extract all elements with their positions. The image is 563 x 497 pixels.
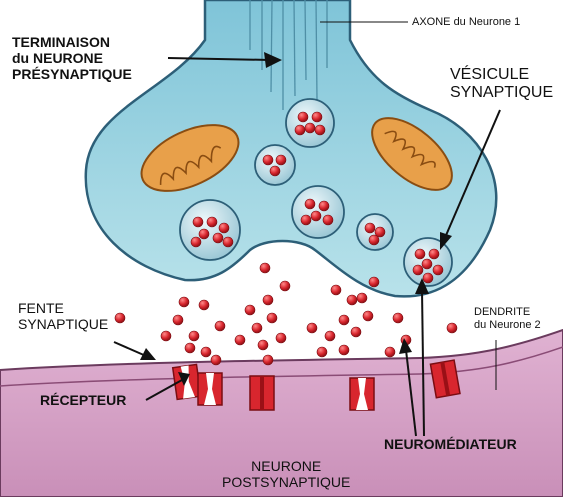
neurotransmitter-dot xyxy=(422,259,432,269)
neurotransmitter-dot xyxy=(276,333,286,343)
vesicle xyxy=(180,200,240,260)
neurotransmitter-dot xyxy=(369,235,379,245)
neurotransmitter-dot xyxy=(319,201,329,211)
neurotransmitter-dot xyxy=(365,223,375,233)
neurotransmitter-dot xyxy=(385,347,395,357)
neurotransmitter-dot xyxy=(280,281,290,291)
label-vesicule: VÉSICULE SYNAPTIQUE xyxy=(450,66,553,103)
neurotransmitter-dot xyxy=(191,237,201,247)
neurotransmitter-dot xyxy=(263,155,273,165)
neurotransmitter-dot xyxy=(193,217,203,227)
neurotransmitter-dot xyxy=(173,315,183,325)
label-recepteur: RÉCEPTEUR xyxy=(40,392,126,408)
label-terminaison: TERMINAISON du NEURONE PRÉSYNAPTIQUE xyxy=(12,34,132,82)
label-postsynaptique-line1: NEURONE xyxy=(222,458,350,474)
neurotransmitter-dot xyxy=(323,215,333,225)
label-fente-line2: SYNAPTIQUE xyxy=(18,316,108,332)
neurotransmitter-dot xyxy=(223,237,233,247)
neurotransmitter-dot xyxy=(215,321,225,331)
neurotransmitter-dot xyxy=(179,297,189,307)
neurotransmitter-dot xyxy=(339,345,349,355)
neurotransmitter-dot xyxy=(369,277,379,287)
neurotransmitter-dot xyxy=(357,293,367,303)
neurotransmitter-dot xyxy=(307,323,317,333)
neurotransmitter-dot xyxy=(347,295,357,305)
neurotransmitter-dot xyxy=(429,249,439,259)
neurotransmitter-dot xyxy=(270,166,280,176)
neurotransmitter-dot xyxy=(276,155,286,165)
receptor xyxy=(430,360,460,398)
neurotransmitter-dot xyxy=(312,112,322,122)
neurotransmitter-dot xyxy=(351,327,361,337)
label-postsynaptique: NEURONE POSTSYNAPTIQUE xyxy=(222,458,350,490)
neurotransmitter-dot xyxy=(311,211,321,221)
label-dendrite-line1: DENDRITE xyxy=(474,306,541,319)
neurotransmitter-dot xyxy=(207,217,217,227)
neurotransmitter-dot xyxy=(267,313,277,323)
label-vesicule-line1: VÉSICULE xyxy=(450,66,553,84)
neurotransmitter-dot xyxy=(263,295,273,305)
label-dendrite: DENDRITE du Neurone 2 xyxy=(474,306,541,331)
neurotransmitter-dot xyxy=(331,285,341,295)
neurotransmitter-dot xyxy=(115,313,125,323)
neurotransmitter-dot xyxy=(213,233,223,243)
receptor xyxy=(350,378,374,410)
neurotransmitter-dot xyxy=(161,331,171,341)
vesicle xyxy=(255,145,295,185)
label-dendrite-line2: du Neurone 2 xyxy=(474,319,541,332)
neurotransmitter-dot xyxy=(305,123,315,133)
label-axone: AXONE du Neurone 1 xyxy=(412,16,520,29)
neurotransmitter-dot xyxy=(447,323,457,333)
label-fente-line1: FENTE xyxy=(18,300,108,316)
neurotransmitter-dot xyxy=(393,313,403,323)
neurotransmitter-dot xyxy=(295,125,305,135)
neurotransmitter-dot xyxy=(252,323,262,333)
neurotransmitter-dot xyxy=(433,265,443,275)
neurotransmitter-dot xyxy=(245,305,255,315)
neurotransmitter-dot xyxy=(199,229,209,239)
neurotransmitter-dot xyxy=(263,355,273,365)
neurotransmitter-dot xyxy=(301,215,311,225)
neurotransmitter-dot xyxy=(185,343,195,353)
neurotransmitter-dot xyxy=(201,347,211,357)
neurotransmitter-dot xyxy=(413,265,423,275)
receptor xyxy=(250,376,274,410)
neurotransmitter-dot xyxy=(235,335,245,345)
neurotransmitter-dot xyxy=(199,300,209,310)
neurotransmitter-dot xyxy=(363,311,373,321)
neurotransmitter-dot xyxy=(317,347,327,357)
neurotransmitter-dot xyxy=(211,355,221,365)
neurotransmitter-dot xyxy=(415,249,425,259)
neurotransmitter-dot xyxy=(305,199,315,209)
neurotransmitter-dot xyxy=(315,125,325,135)
neurotransmitter-dot xyxy=(339,315,349,325)
receptor xyxy=(198,373,222,405)
neurotransmitter-dot xyxy=(260,263,270,273)
label-neuromediateur: NEUROMÉDIATEUR xyxy=(384,436,517,452)
label-terminaison-line1: TERMINAISON xyxy=(12,34,132,50)
neurotransmitter-dot xyxy=(325,331,335,341)
neurotransmitter-dot xyxy=(423,273,433,283)
neurotransmitter-dot xyxy=(258,340,268,350)
label-terminaison-line3: PRÉSYNAPTIQUE xyxy=(12,66,132,82)
neurotransmitter-dot xyxy=(219,223,229,233)
label-terminaison-line2: du NEURONE xyxy=(12,50,132,66)
label-vesicule-line2: SYNAPTIQUE xyxy=(450,84,553,102)
neurotransmitter-dot xyxy=(189,331,199,341)
label-fente: FENTE SYNAPTIQUE xyxy=(18,300,108,332)
neurotransmitter-dot xyxy=(298,112,308,122)
label-postsynaptique-line2: POSTSYNAPTIQUE xyxy=(222,474,350,490)
